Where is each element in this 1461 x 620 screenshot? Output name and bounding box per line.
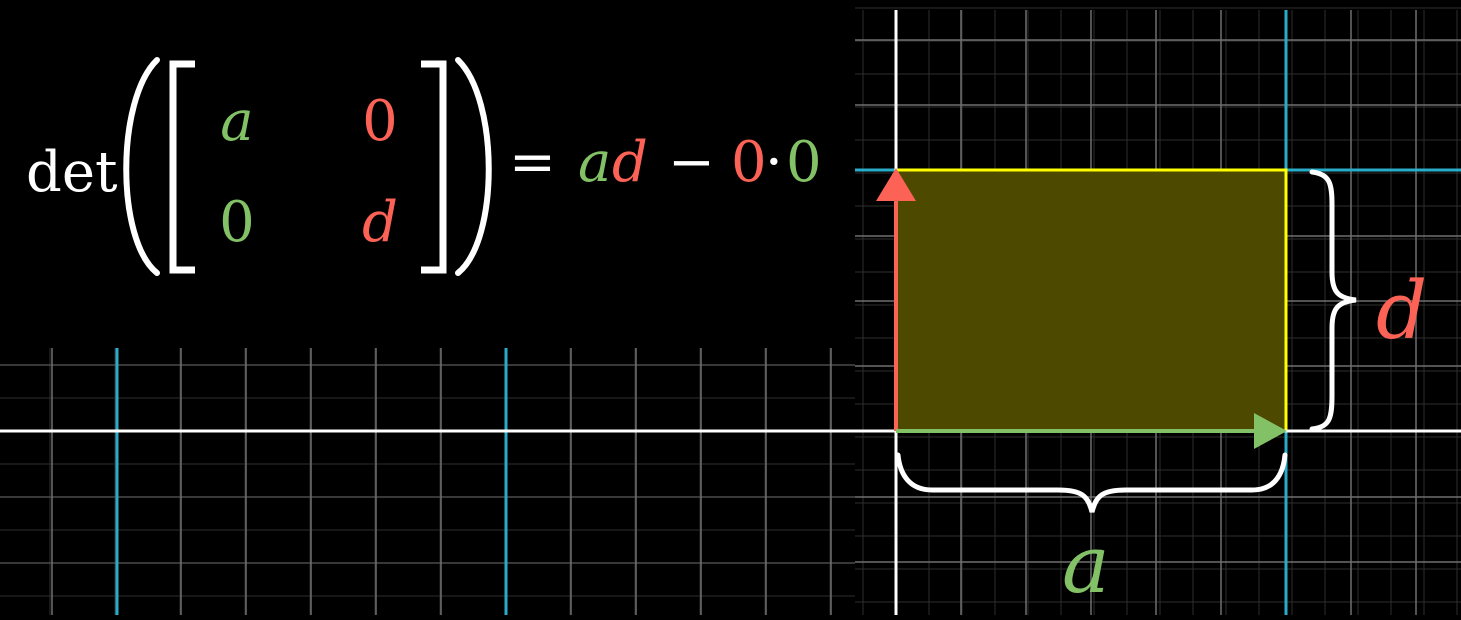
left-paren [123, 57, 160, 276]
equals-sign: = [509, 130, 556, 195]
vector-j-hat-arrowhead [876, 168, 916, 201]
det-function: det [26, 140, 118, 205]
matrix-entry-bottom-left: 0 [219, 190, 255, 255]
rhs-a: a [578, 130, 611, 195]
matrix-entry-d: d [362, 190, 398, 255]
matrix-entry-a: a [220, 89, 253, 154]
area-outline [896, 168, 1288, 431]
rhs-zero-2: 0 [786, 130, 822, 195]
multiply-dot: · [765, 130, 783, 195]
width-label: a [1062, 518, 1110, 611]
left-bracket [169, 60, 195, 274]
height-label: d [1376, 264, 1427, 357]
width-brace [895, 452, 1288, 513]
fine-grid [0, 7, 1461, 615]
vector-i-hat-arrowhead [1254, 413, 1287, 449]
determinant-formula: det a 0 0 d = a d − 0 · 0 [26, 57, 822, 276]
area-rectangle [896, 170, 1286, 431]
height-brace [1309, 169, 1357, 432]
right-bracket [421, 60, 447, 274]
matrix-entry-top-right: 0 [362, 89, 398, 154]
minus-sign: − [668, 130, 715, 195]
right-paren [455, 57, 492, 276]
rhs-zero-1: 0 [731, 130, 767, 195]
rhs-d: d [612, 130, 648, 195]
